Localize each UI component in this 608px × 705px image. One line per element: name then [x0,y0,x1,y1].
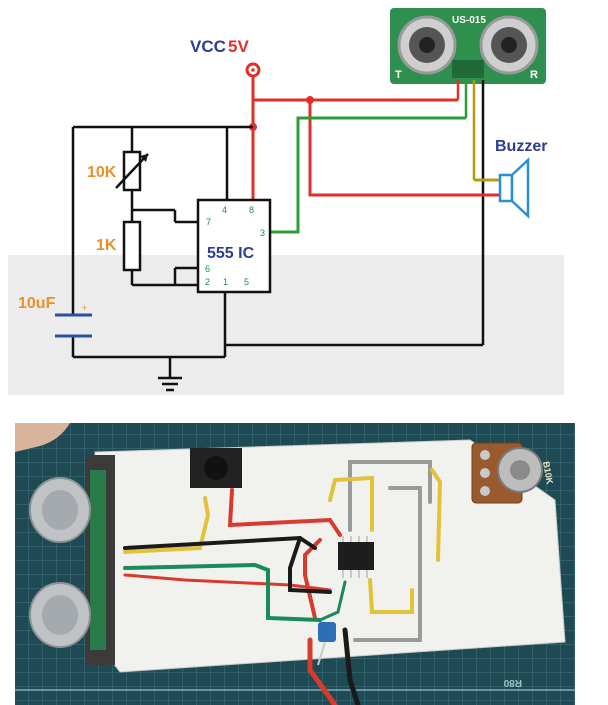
pot-marking: B10K [541,461,555,486]
ic-555: 555 IC 4 8 7 3 6 2 1 5 [196,198,272,294]
buzzer-symbol [498,157,530,219]
ic-label: 555 IC [207,245,255,262]
potentiometer-symbol [115,150,149,192]
ic-pin-3: 3 [260,228,265,238]
power-wires [251,76,500,200]
vcc-value: 5V [228,37,249,56]
buzzer-photo [190,448,242,488]
capacitor-photo [317,622,336,666]
capacitor-symbol [55,313,92,338]
ic-pin-1: 1 [223,277,228,287]
potentiometer-photo: B10K [471,442,555,504]
photo-wires [123,460,443,705]
buzzer-label: Buzzer [495,138,547,155]
ground-symbol [158,376,182,392]
signal-wire [270,116,466,234]
capacitor-label: 10uF [18,295,56,312]
sensor-pin-t: T [395,69,402,81]
ic-pin-7: 7 [206,217,211,227]
circuit-schematic: US-015 T R VCC 5V [8,8,564,395]
sensor-pin-leads [456,80,485,345]
resistor-symbol [122,220,142,272]
hand [15,423,70,452]
resistor-label: 1K [96,237,117,254]
mat-marking: R80 [503,677,522,688]
sensor-pin-r: R [530,69,538,81]
ground-wires [71,125,483,378]
vcc-label: VCC [190,37,226,56]
ultrasonic-sensor-photo [29,455,115,665]
sensor-model-label: US-015 [452,15,486,26]
ic-pin-2: 2 [205,277,210,287]
schematic-lower-panel [8,255,564,395]
ic-pin-4: 4 [222,205,227,215]
capacitor-polarity: + [82,303,87,313]
ic-chip-photo [338,536,374,578]
ic-pin-6: 6 [205,264,210,274]
ultrasonic-sensor: US-015 T R [390,8,546,84]
pot-label: 10K [87,164,117,181]
ic-pin-5: 5 [244,277,249,287]
ic-pin-8: 8 [249,205,254,215]
